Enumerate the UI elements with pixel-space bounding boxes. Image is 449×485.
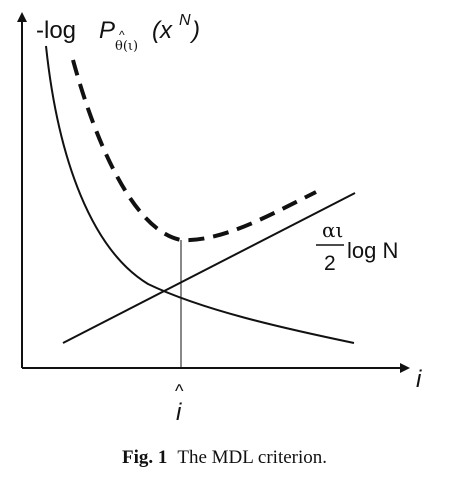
description-length-curve	[71, 59, 317, 243]
penalty-label-denominator: 2	[324, 252, 336, 275]
y-axis-label-subscript: θ(ι)	[115, 39, 138, 54]
neg-log-likelihood-curve	[45, 45, 355, 344]
mdl-figure: -log P ^ θ(ι) (x N ) αι 2 log N i ^ i	[17, 12, 422, 426]
caption-text: The MDL criterion.	[177, 447, 328, 468]
penalty-line	[62, 192, 356, 344]
x-axis-label: i	[416, 366, 422, 393]
y-axis-label-superscript: N	[179, 12, 191, 29]
y-axis-label-prefix: -log	[36, 17, 76, 44]
figure-caption: Fig. 1 The MDL criterion.	[0, 447, 449, 469]
y-axis-label-open: (x	[152, 17, 173, 44]
y-axis-label-subscript-hat: ^	[119, 28, 125, 42]
caption-label: Fig. 1	[121, 447, 168, 468]
x-marker-hat: ^	[175, 381, 184, 401]
penalty-label-numerator: αι	[322, 218, 343, 242]
y-axis-label-p: P	[99, 17, 115, 44]
x-marker-label: i	[176, 399, 182, 426]
y-axis-label-close: )	[189, 17, 200, 44]
penalty-label-rest: log N	[347, 238, 398, 263]
